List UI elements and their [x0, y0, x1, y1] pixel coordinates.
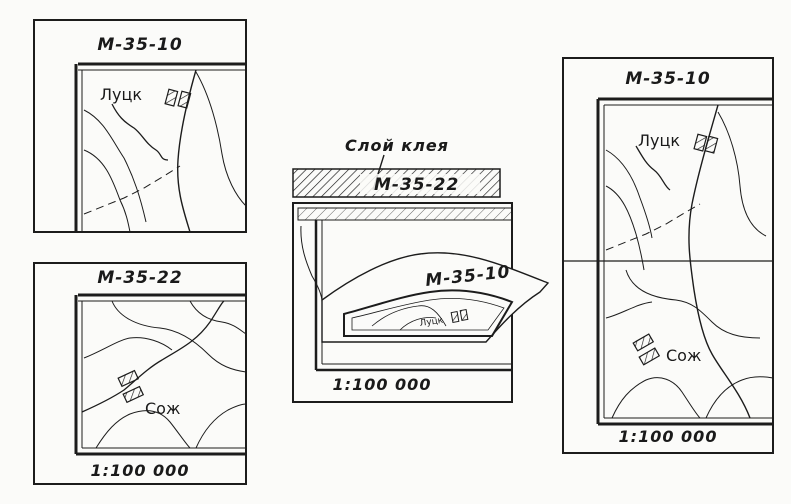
town-label-bottom: Сож	[666, 346, 701, 365]
peel-frame	[343, 289, 514, 337]
hatched-settlement-icon	[459, 308, 469, 322]
glue-layer-label: Слой клея	[345, 136, 449, 155]
contour-line	[83, 149, 131, 233]
glue-under-strip	[297, 207, 513, 221]
hatched-settlement-icon	[450, 310, 460, 324]
contour-line	[605, 301, 653, 319]
contour-line	[195, 71, 247, 207]
sheet-bottom-left: М-35-22 Сож 1:100 000	[33, 262, 247, 485]
town-label: Сож	[145, 399, 180, 418]
scale-label: 1:100 000	[619, 427, 718, 446]
contour-line	[611, 377, 701, 419]
contour-line	[95, 410, 191, 449]
sheet-code: М-35-10	[97, 35, 182, 55]
contour-line	[83, 109, 147, 223]
road-line	[688, 104, 751, 419]
sheet-code: М-35-22	[97, 268, 182, 288]
strip-code: М-35-22	[374, 175, 459, 195]
contour-line	[195, 403, 247, 449]
sheet-border	[562, 57, 774, 454]
hatched-settlement-icon	[632, 333, 655, 352]
contour-line	[625, 269, 761, 339]
contour-line	[705, 376, 774, 419]
contour-line	[399, 317, 437, 331]
hatched-settlement-icon	[117, 369, 140, 388]
scale-label: 1:100 000	[333, 375, 432, 394]
peel-town-label: Луцк	[419, 316, 444, 329]
sheet-top-left: М-35-10 Луцк	[33, 19, 247, 233]
peeling-sheet: М-35-10 Луцк	[321, 252, 550, 343]
contour-line	[83, 337, 173, 359]
contour-line	[189, 300, 247, 335]
river-line	[111, 103, 169, 161]
contour-line	[605, 149, 653, 239]
sheet-border	[33, 19, 247, 233]
gluing-illustration: Слой клея М-35-22 1:100 000 М-35-10 Луцк	[292, 136, 550, 403]
strip-label-bg	[360, 174, 480, 194]
town-label-top: Луцк	[638, 131, 680, 150]
dashed-boundary	[605, 203, 701, 251]
hatched-settlement-icon	[164, 88, 179, 107]
sheet-border	[33, 262, 247, 485]
dashed-boundary	[83, 165, 181, 215]
scale-label: 1:100 000	[91, 461, 190, 480]
contour-line	[371, 305, 447, 327]
contour-line	[605, 185, 645, 271]
peel-frame-inner	[351, 298, 505, 331]
road-line	[176, 69, 197, 233]
hatched-settlement-icon	[693, 133, 708, 152]
hatched-settlement-icon	[122, 385, 145, 404]
river-line	[635, 145, 671, 191]
sheet-right-combined: М-35-10 Луцк Сож 1:100 000	[562, 57, 774, 454]
contour-line	[300, 225, 323, 303]
sheet-code: М-35-10	[625, 69, 710, 89]
contour-line	[717, 111, 767, 237]
contour-line	[111, 300, 247, 373]
hatched-settlement-icon	[638, 347, 661, 366]
town-label: Луцк	[100, 85, 142, 104]
peel-sheet-shape	[321, 252, 550, 343]
river-line	[81, 300, 225, 413]
